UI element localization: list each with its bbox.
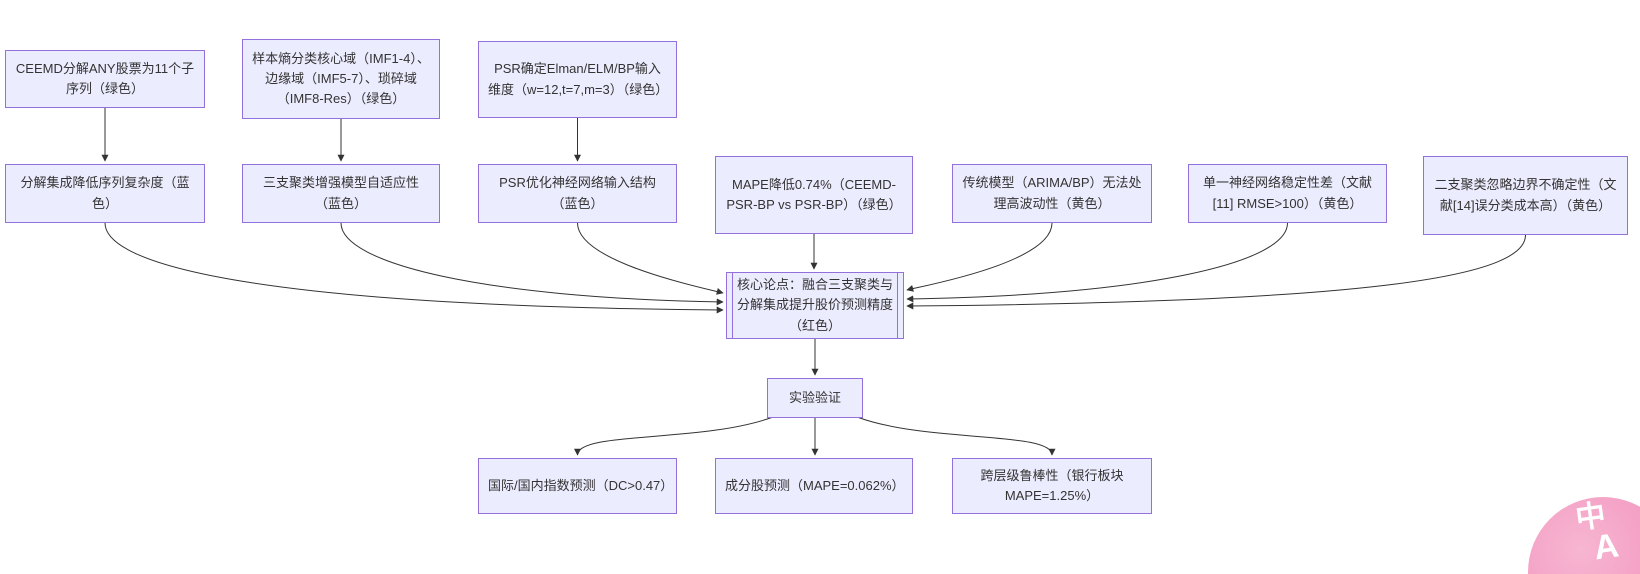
node-b7: 二支聚类忽略边界不确定性（文献[14]误分类成本高）（黄色） bbox=[1423, 156, 1628, 235]
translate-button-glyphs: 中 A bbox=[1574, 499, 1621, 567]
node-label: MAPE降低0.74%（CEEMD-PSR-BP vs PSR-BP）（绿色） bbox=[726, 176, 902, 212]
edge-b3-core bbox=[577, 222, 724, 295]
node-b5: 传统模型（ARIMA/BP）无法处理高波动性（黄色） bbox=[952, 164, 1152, 223]
node-label: PSR优化神经网络输入结构（蓝色） bbox=[499, 175, 656, 211]
node-b2: 三支聚类增强模型自适应性（蓝色） bbox=[242, 164, 440, 223]
edge-b7-core bbox=[906, 234, 1526, 310]
node-b3: PSR优化神经网络输入结构（蓝色） bbox=[478, 164, 677, 223]
edge-b6-core bbox=[906, 222, 1288, 303]
node-label: 传统模型（ARIMA/BP）无法处理高波动性（黄色） bbox=[962, 175, 1142, 211]
node-label: 跨层级鲁棒性（银行板块MAPE=1.25%） bbox=[980, 467, 1124, 503]
edge-b2-core bbox=[340, 222, 724, 306]
node-c2: 成分股预测（MAPE=0.062%） bbox=[715, 458, 913, 514]
node-label: 国际/国内指数预测（DC>0.47） bbox=[488, 477, 674, 493]
node-label: 分解集成降低序列复杂度（蓝色） bbox=[20, 175, 190, 211]
node-label: 三支聚类增强模型自适应性（蓝色） bbox=[262, 175, 419, 211]
node-label: 实验验证 bbox=[788, 389, 841, 405]
node-b4: MAPE降低0.74%（CEEMD-PSR-BP vs PSR-BP）（绿色） bbox=[715, 156, 913, 234]
edge-b1-core bbox=[104, 222, 724, 314]
latin-glyph: A bbox=[1591, 525, 1621, 567]
node-b6: 单一神经网络稳定性差（文献[11] RMSE>100）（黄色） bbox=[1188, 164, 1387, 223]
node-exp: 实验验证 bbox=[767, 378, 863, 418]
node-label: 单一神经网络稳定性差（文献[11] RMSE>100）（黄色） bbox=[1202, 175, 1372, 211]
node-label: PSR确定Elman/ELM/BP输入维度（w=12,t=7,m=3）（绿色） bbox=[488, 61, 669, 97]
node-c3: 跨层级鲁棒性（银行板块MAPE=1.25%） bbox=[952, 458, 1152, 514]
node-a2: 样本熵分类核心域（IMF1-4）、边缘域（IMF5-7）、琐碎域（IMF8-Re… bbox=[242, 39, 440, 119]
node-a3: PSR确定Elman/ELM/BP输入维度（w=12,t=7,m=3）（绿色） bbox=[478, 41, 677, 118]
edge-exp-c1 bbox=[574, 416, 774, 456]
node-label: 核心论点：融合三支聚类与分解集成提升股价预测精度（红色） bbox=[736, 277, 893, 333]
node-label: CEEMD分解ANY股票为11个子序列（绿色） bbox=[15, 60, 195, 96]
node-label: 二支聚类忽略边界不确定性（文献[14]误分类成本高）（黄色） bbox=[1434, 177, 1617, 213]
node-core: 核心论点：融合三支聚类与分解集成提升股价预测精度（红色） bbox=[726, 272, 904, 339]
node-label: 样本熵分类核心域（IMF1-4）、边缘域（IMF5-7）、琐碎域（IMF8-Re… bbox=[252, 50, 430, 107]
node-c1: 国际/国内指数预测（DC>0.47） bbox=[478, 458, 677, 514]
node-a1: CEEMD分解ANY股票为11个子序列（绿色） bbox=[5, 50, 205, 108]
edge-exp-c3 bbox=[856, 416, 1056, 456]
node-b1: 分解集成降低序列复杂度（蓝色） bbox=[5, 164, 205, 223]
node-label: 成分股预测（MAPE=0.062%） bbox=[725, 477, 905, 493]
edge-b5-core bbox=[906, 222, 1053, 292]
